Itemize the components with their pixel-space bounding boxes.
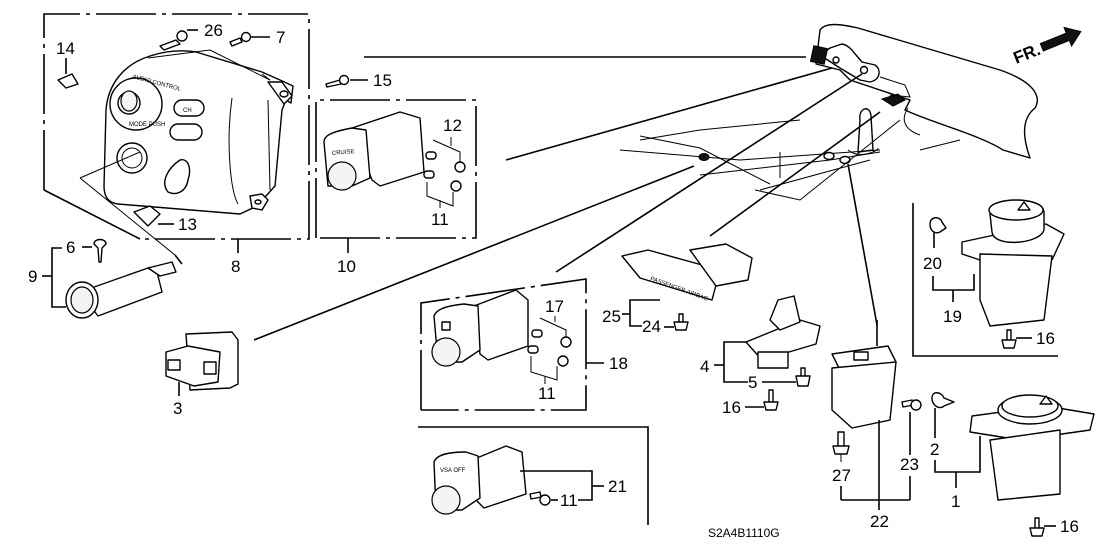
callout-10: 10	[337, 257, 356, 276]
callout-24: 24	[642, 317, 661, 336]
leader-22-dash	[847, 163, 878, 326]
audio-control-panel: AUDIO CONTROL MODE PUSH CH	[79, 49, 294, 265]
switch-22	[831, 345, 897, 429]
bracket-12	[432, 139, 461, 162]
mode-push-label: MODE PUSH	[129, 122, 165, 128]
leader-25-dash	[709, 111, 881, 237]
screw-6	[93, 238, 107, 263]
callout-2: 2	[930, 440, 939, 459]
group-box-8	[43, 13, 310, 240]
bulb-socket-11	[450, 180, 462, 192]
vsa-off-label: VSA OFF	[440, 468, 466, 474]
callout-19: 19	[943, 307, 962, 326]
group-box-18	[420, 278, 587, 411]
bulb-11	[423, 170, 435, 179]
group-box-8-diagonal	[43, 189, 141, 240]
bracket-19	[932, 274, 975, 291]
cruise-label: CRUISE	[332, 149, 355, 157]
diagram-code: S2A4B1110G	[708, 526, 780, 540]
ch-label: CH	[183, 108, 192, 114]
callout-11-cruise: 11	[431, 210, 449, 229]
screw-26	[159, 30, 188, 51]
screw-16-4	[763, 389, 779, 411]
clip-14	[57, 73, 79, 89]
callout-25: 25	[602, 307, 621, 326]
bracket-17	[539, 317, 567, 338]
leader-18-dash	[555, 73, 863, 273]
callout-13: 13	[178, 215, 197, 234]
group-box-21	[418, 426, 649, 525]
callout-1: 1	[951, 492, 960, 511]
bulb-socket-17	[560, 336, 572, 348]
bulb-12	[425, 151, 437, 160]
dash-switch-3-location	[809, 45, 829, 65]
callout-22: 22	[870, 512, 889, 531]
callout-16-19: 16	[1036, 329, 1055, 348]
bracket-11b	[530, 356, 558, 381]
bracket-4	[723, 341, 748, 383]
screw-20	[929, 217, 947, 234]
bulb-23	[901, 399, 922, 411]
callout-27: 27	[832, 466, 851, 485]
screw-16-1	[1029, 517, 1045, 537]
callout-8: 8	[231, 257, 240, 276]
switch-18	[431, 289, 529, 367]
group-box-10	[315, 99, 477, 239]
callout-20: 20	[923, 254, 942, 273]
bracket-9	[51, 247, 66, 308]
screw-7	[229, 31, 252, 47]
callout-16-1: 16	[1060, 517, 1079, 536]
bulb-17	[531, 329, 543, 338]
clip-13	[133, 205, 161, 227]
screw-16-19	[1001, 329, 1017, 349]
group-box-19	[912, 203, 1058, 357]
vsa-off-switch: VSA OFF	[431, 445, 527, 515]
bulb-socket-12	[454, 161, 466, 173]
ch-button	[173, 99, 205, 117]
hazard-switch-lower	[969, 394, 1095, 501]
callout-23: 23	[900, 455, 919, 474]
callout-7: 7	[276, 28, 285, 47]
dashboard-illustration	[619, 23, 1038, 201]
leader-box10-dash	[505, 67, 833, 161]
callout-15: 15	[373, 71, 392, 90]
callout-3: 3	[173, 399, 182, 418]
mode-button	[169, 123, 203, 141]
callout-4: 4	[700, 357, 709, 376]
front-direction-indicator: FR.	[1011, 26, 1082, 68]
bulb-11c	[529, 491, 551, 506]
front-label: FR.	[1011, 40, 1044, 68]
accessory-socket	[65, 261, 177, 319]
bulb-socket-11b	[557, 355, 569, 367]
callout-11-vsa: 11	[560, 491, 578, 510]
screw-24	[673, 313, 689, 331]
bracket-25	[629, 299, 660, 327]
switch-3	[165, 331, 239, 391]
callout-11-18: 11	[538, 384, 556, 403]
bulb-11b	[527, 345, 539, 354]
callout-6: 6	[66, 238, 75, 257]
screw-5	[795, 367, 811, 387]
callout-5: 5	[748, 373, 757, 392]
callout-17: 17	[545, 297, 564, 316]
callout-26: 26	[204, 21, 223, 40]
arrow-right-icon	[1039, 26, 1082, 52]
callout-18: 18	[609, 354, 628, 373]
cruise-switch: CRUISE	[323, 111, 425, 191]
screw-27	[832, 431, 850, 455]
callout-12: 12	[443, 116, 462, 135]
callout-9: 9	[28, 267, 37, 286]
screw-2	[931, 392, 955, 409]
leader-3-dash	[253, 165, 695, 341]
passenger-airbag-indicator: PASSENGER AIRBAG	[621, 243, 753, 303]
callout-21: 21	[608, 477, 627, 496]
bracket-1	[934, 436, 981, 473]
callout-14: 14	[56, 39, 75, 58]
screw-15	[325, 74, 350, 88]
switch-4	[745, 295, 821, 369]
callout-16-4: 16	[722, 398, 741, 417]
hazard-switch-upper	[961, 199, 1065, 327]
